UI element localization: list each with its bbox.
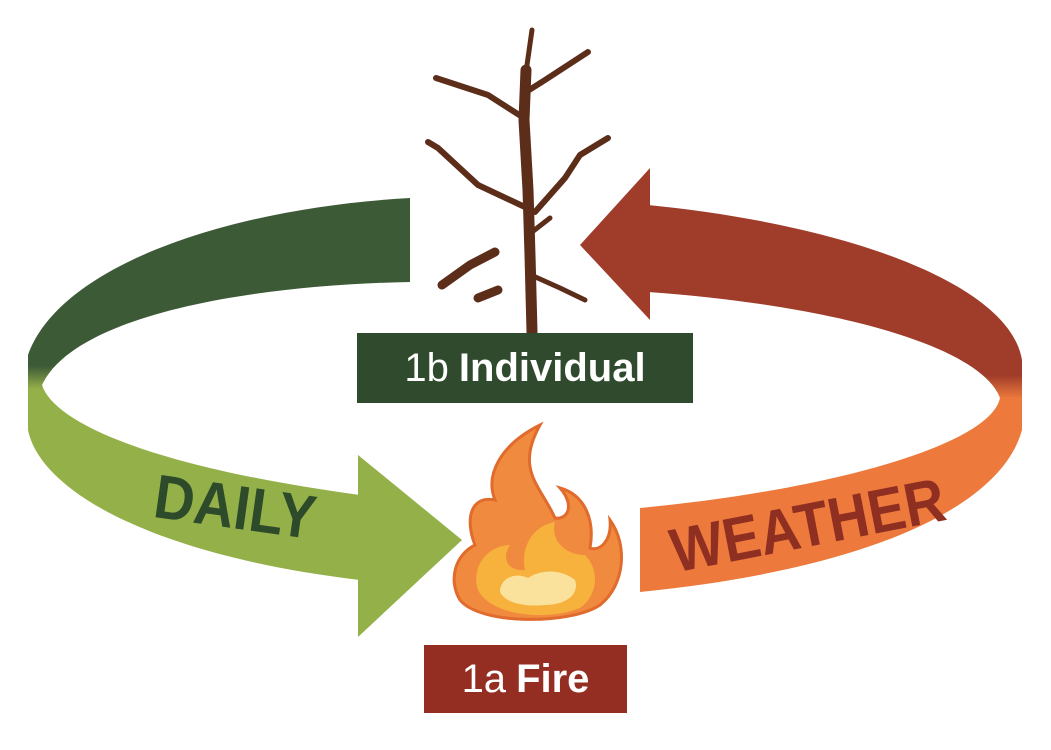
fire-label-word: Fire <box>516 656 590 701</box>
dead-tree-icon <box>425 27 611 338</box>
daily-arrow-head <box>358 455 462 637</box>
weather-arrow-band <box>640 205 1022 592</box>
tree-branch <box>523 49 591 95</box>
tree-branch <box>532 135 611 215</box>
fire-label-number: 1a <box>461 656 507 701</box>
individual-label: 1b Individual <box>357 333 693 403</box>
flame-icon <box>452 421 623 621</box>
tree-branch <box>425 139 530 211</box>
fire-label: 1a Fire <box>424 645 627 713</box>
tree-trunk <box>518 64 538 338</box>
flame-inner <box>500 571 576 606</box>
tree-top <box>523 27 535 75</box>
tree-fragment <box>437 247 500 290</box>
tree-fragment <box>473 285 503 303</box>
tree-branch <box>529 215 553 235</box>
tree-branch <box>433 75 527 121</box>
daily-arrow: DAILY <box>28 198 462 637</box>
weather-arrow-head <box>580 168 650 320</box>
tree-branch <box>528 272 588 303</box>
daily-arrow-band <box>28 198 410 580</box>
individual-label-word: Individual <box>458 345 646 390</box>
individual-label-number: 1b <box>404 345 449 390</box>
